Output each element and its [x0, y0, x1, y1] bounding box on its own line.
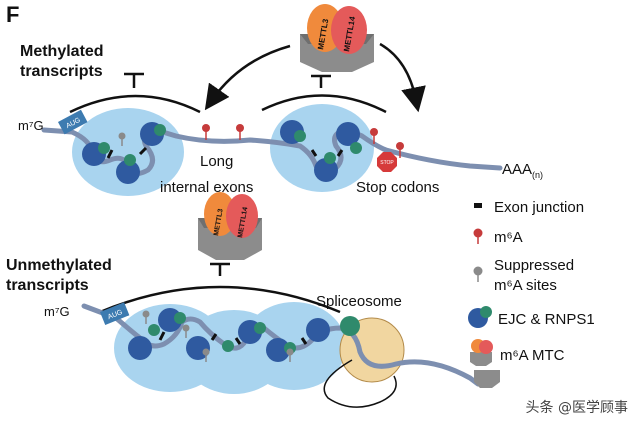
methylated-label-line2: transcripts [20, 63, 103, 80]
inhibition-bar-bottom [210, 262, 230, 276]
bracket-top-left [69, 94, 201, 114]
aug-box-top: AUG [58, 109, 88, 135]
legend-mtc: m⁶A MTC [500, 347, 565, 364]
stop-codons-label: Stop codons [356, 179, 439, 196]
bracket-top-right [261, 94, 387, 114]
polya-label: AAA(n) [502, 161, 543, 180]
legend-suppressed-line2: m⁶A sites [494, 277, 557, 294]
stop-sign-icon: STOP [377, 152, 397, 172]
legend-exon-junction-icon [474, 203, 482, 208]
inhibition-bar-top-left [124, 72, 144, 88]
ejc-group-top-left [82, 122, 166, 184]
methylated-label-line1: Methylated [20, 43, 104, 60]
suppressed-m6a-bottom [142, 310, 294, 362]
arrow-to-long-exons [204, 44, 291, 111]
panel-letter: F [6, 2, 19, 27]
inhibition-bar-top-right [311, 74, 331, 88]
legend-mtc-icon [470, 339, 493, 366]
arrow-to-stop-codons [379, 42, 426, 113]
legend-ejc-icon [468, 306, 492, 328]
long-exons-label-line1: Long [200, 153, 233, 170]
legend-exon-junction: Exon junction [494, 199, 584, 216]
mtc-top: METTL3 METTL14 [300, 4, 374, 72]
unmethylated-label-line2: transcripts [6, 277, 89, 294]
legend-suppressed-icon [473, 266, 483, 282]
unmethylated-label-line1: Unmethylated [6, 257, 112, 274]
mtc-small-bottom [474, 370, 500, 388]
legend-m6a: m⁶A [494, 229, 523, 246]
legend: Exon junction m⁶A Suppressed m⁶A sites E… [468, 199, 595, 366]
suppressed-m6a-top [118, 132, 126, 146]
m7g-cap-top: m⁷G [18, 118, 44, 133]
mettl3-label-bottom: METTL3 [213, 208, 225, 236]
m6a-marks-top-right [370, 128, 404, 158]
long-exons-label-line2: internal exons [160, 179, 253, 196]
legend-m6a-icon [473, 228, 483, 244]
aug-box-bottom: AUG [100, 302, 130, 325]
legend-suppressed-line1: Suppressed [494, 257, 574, 274]
m6a-marks-top-middle [202, 124, 244, 140]
stop-sign-text: STOP [380, 160, 394, 166]
ejc-group-bottom [128, 308, 360, 362]
ejc-group-top-right [280, 120, 362, 182]
m7g-cap-bottom: m⁷G [44, 304, 70, 319]
bracket-bottom [99, 285, 341, 314]
watermark: 头条 @医学顾事 [526, 399, 628, 416]
mtc-bottom: METTL3 METTL14 [198, 192, 262, 260]
intron-loop [323, 359, 397, 408]
legend-ejc: EJC & RNPS1 [498, 311, 595, 328]
spliceosome-label: Spliceosome [316, 293, 402, 310]
